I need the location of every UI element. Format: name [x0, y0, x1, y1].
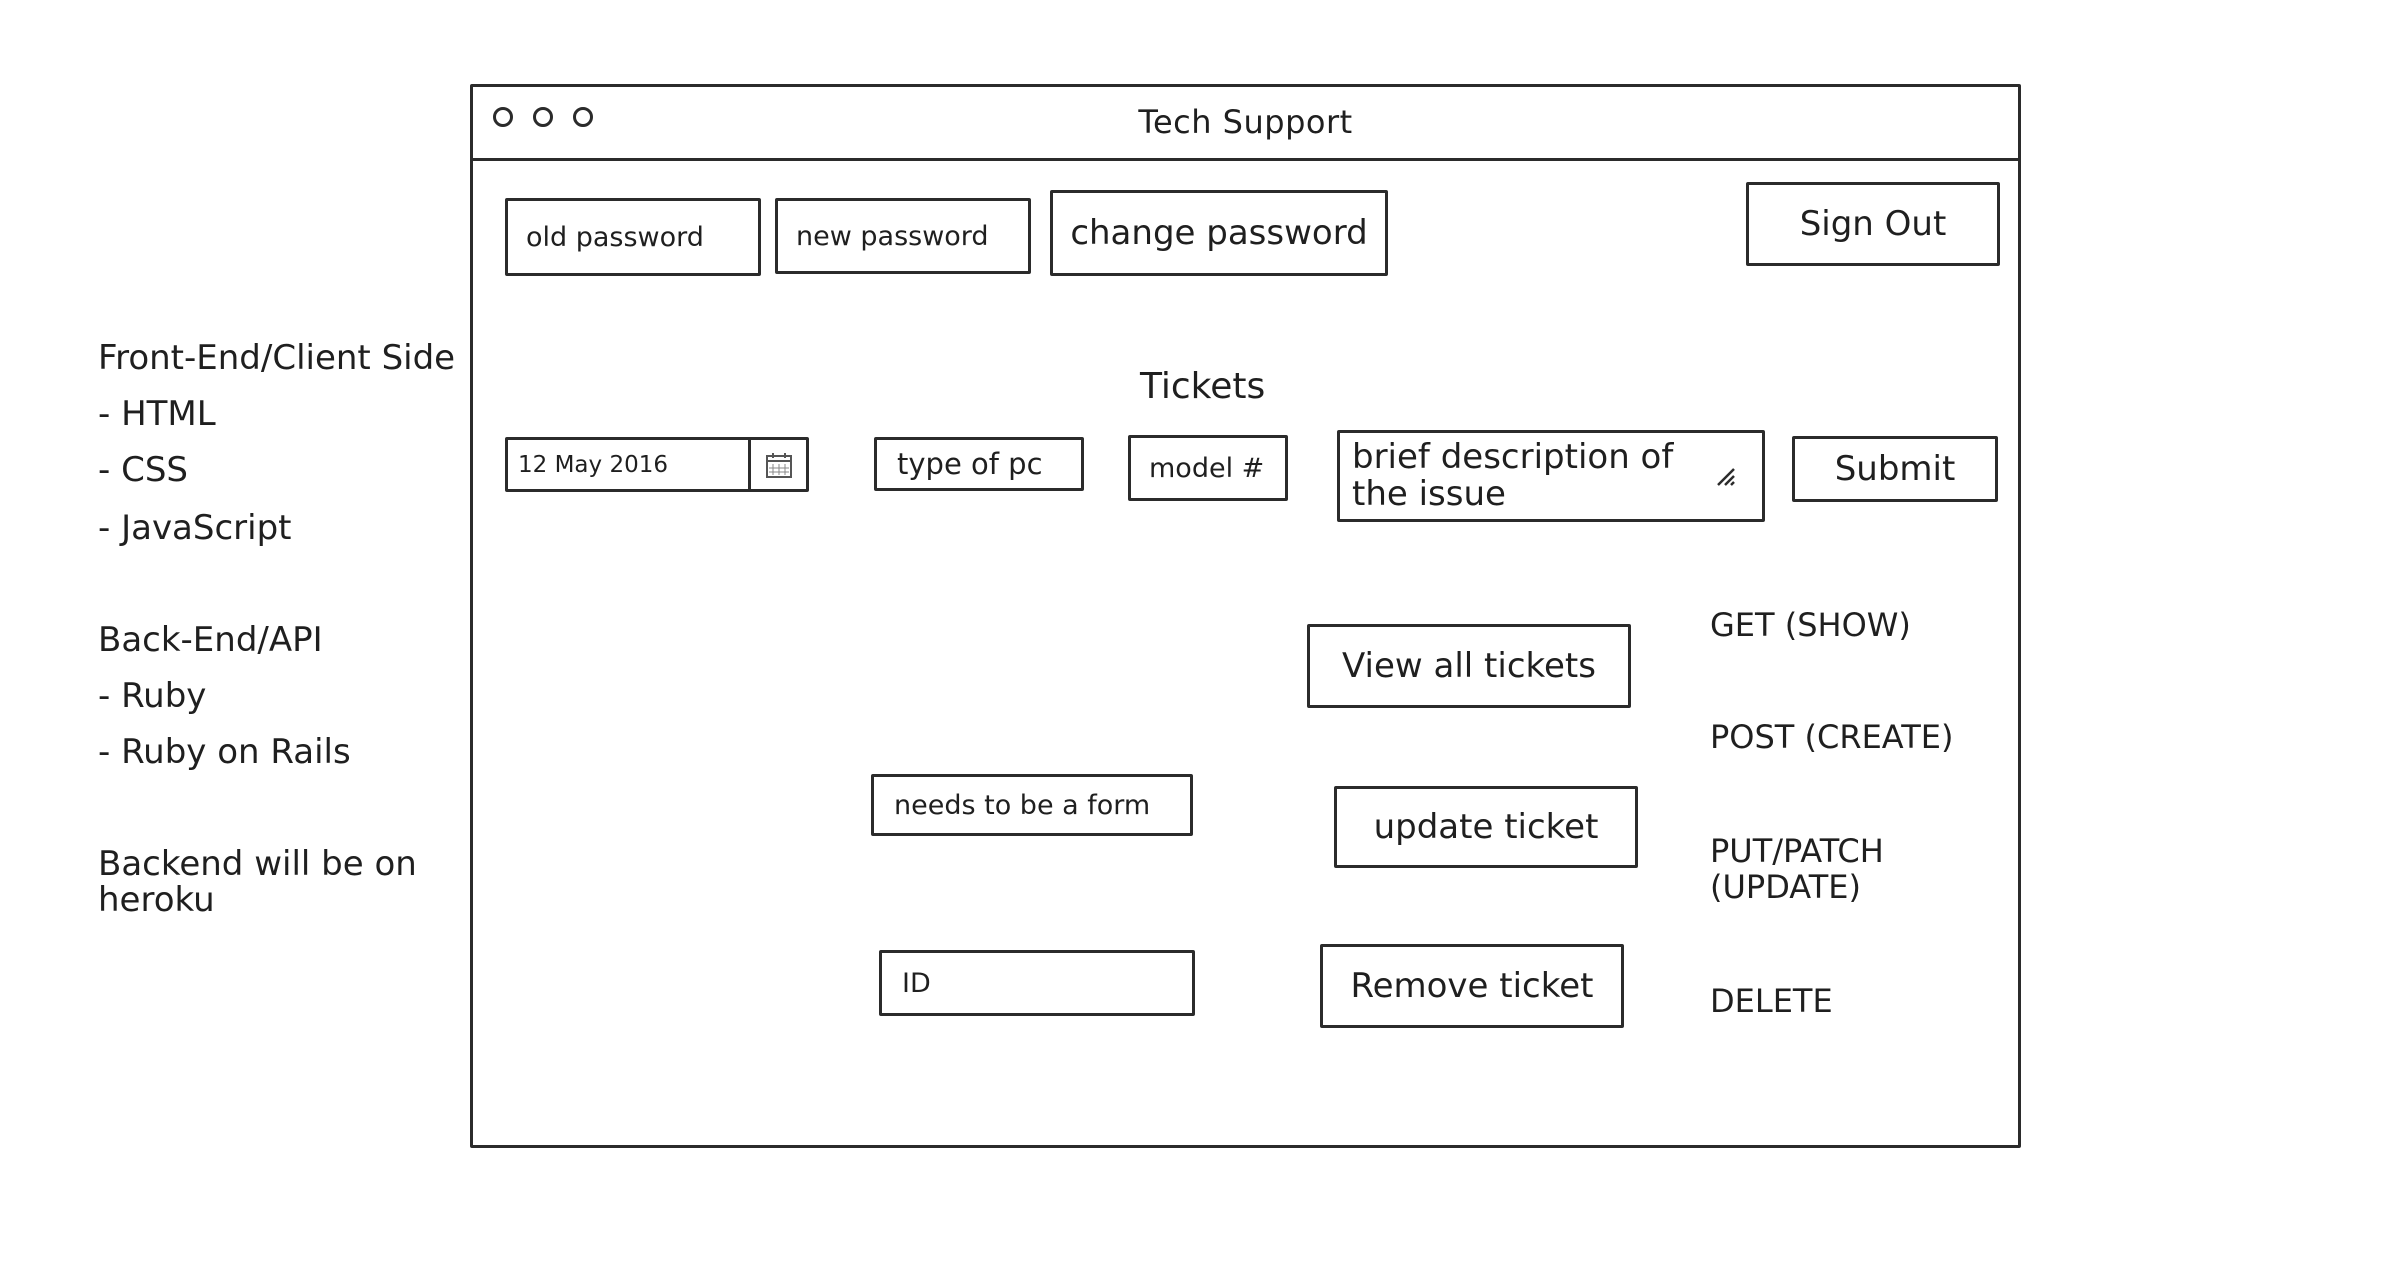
- hosting-note-line2: heroku: [98, 880, 215, 920]
- remove-ticket-label: Remove ticket: [1350, 966, 1594, 1006]
- circle-icon[interactable]: [573, 107, 593, 127]
- method-put-line1: PUT/PATCH: [1710, 832, 1884, 870]
- old-password-input[interactable]: old password: [505, 198, 761, 276]
- frontend-item-html: - HTML: [98, 394, 216, 434]
- new-password-input[interactable]: new password: [775, 198, 1031, 274]
- circle-icon[interactable]: [533, 107, 553, 127]
- circle-icon[interactable]: [493, 107, 513, 127]
- model-number-placeholder: model #: [1149, 452, 1265, 484]
- change-password-button[interactable]: change password: [1050, 190, 1388, 276]
- frontend-item-css: - CSS: [98, 450, 188, 490]
- method-get: GET (SHOW): [1710, 606, 1911, 644]
- old-password-placeholder: old password: [526, 221, 704, 253]
- update-ticket-form[interactable]: needs to be a form: [871, 774, 1193, 836]
- update-ticket-button[interactable]: update ticket: [1334, 786, 1638, 868]
- window-title: Tech Support: [1138, 103, 1353, 141]
- hosting-note-line1: Backend will be on: [98, 844, 417, 884]
- issue-description-placeholder: brief description of the issue: [1352, 437, 1674, 514]
- method-delete: DELETE: [1710, 982, 1833, 1020]
- sign-out-button[interactable]: Sign Out: [1746, 182, 2000, 266]
- backend-heading: Back-End/API: [98, 620, 323, 660]
- submit-label: Submit: [1834, 449, 1956, 489]
- remove-ticket-button[interactable]: Remove ticket: [1320, 944, 1624, 1028]
- frontend-heading: Front-End/Client Side: [98, 338, 456, 378]
- ticket-id-input[interactable]: ID: [879, 950, 1195, 1016]
- tickets-heading: Tickets: [1140, 366, 1266, 407]
- date-value: 12 May 2016: [518, 451, 668, 478]
- pc-type-input[interactable]: type of pc: [874, 437, 1084, 491]
- title-bar: Tech Support: [473, 87, 2018, 161]
- view-all-tickets-label: View all tickets: [1342, 646, 1596, 686]
- new-password-placeholder: new password: [796, 220, 989, 252]
- ticket-id-placeholder: ID: [902, 967, 931, 999]
- app-window: Tech Support: [470, 84, 2021, 1148]
- submit-ticket-button[interactable]: Submit: [1792, 436, 1998, 502]
- view-all-tickets-button[interactable]: View all tickets: [1307, 624, 1631, 708]
- change-password-label: change password: [1070, 213, 1368, 253]
- sign-out-label: Sign Out: [1799, 204, 1947, 244]
- update-ticket-label: update ticket: [1373, 807, 1599, 847]
- pc-type-placeholder: type of pc: [897, 447, 1043, 481]
- resize-grip-icon[interactable]: [1714, 458, 1736, 495]
- method-put-line2: (UPDATE): [1710, 868, 1861, 906]
- date-picker-field[interactable]: 12 May 2016: [505, 437, 809, 492]
- calendar-icon[interactable]: [748, 440, 806, 489]
- backend-item-ruby: - Ruby: [98, 676, 207, 716]
- update-form-placeholder: needs to be a form: [894, 789, 1151, 821]
- backend-item-rails: - Ruby on Rails: [98, 732, 351, 772]
- method-post: POST (CREATE): [1710, 718, 1954, 756]
- model-number-input[interactable]: model #: [1128, 435, 1288, 501]
- frontend-item-javascript: - JavaScript: [98, 508, 292, 548]
- issue-description-textarea[interactable]: brief description of the issue: [1337, 430, 1765, 522]
